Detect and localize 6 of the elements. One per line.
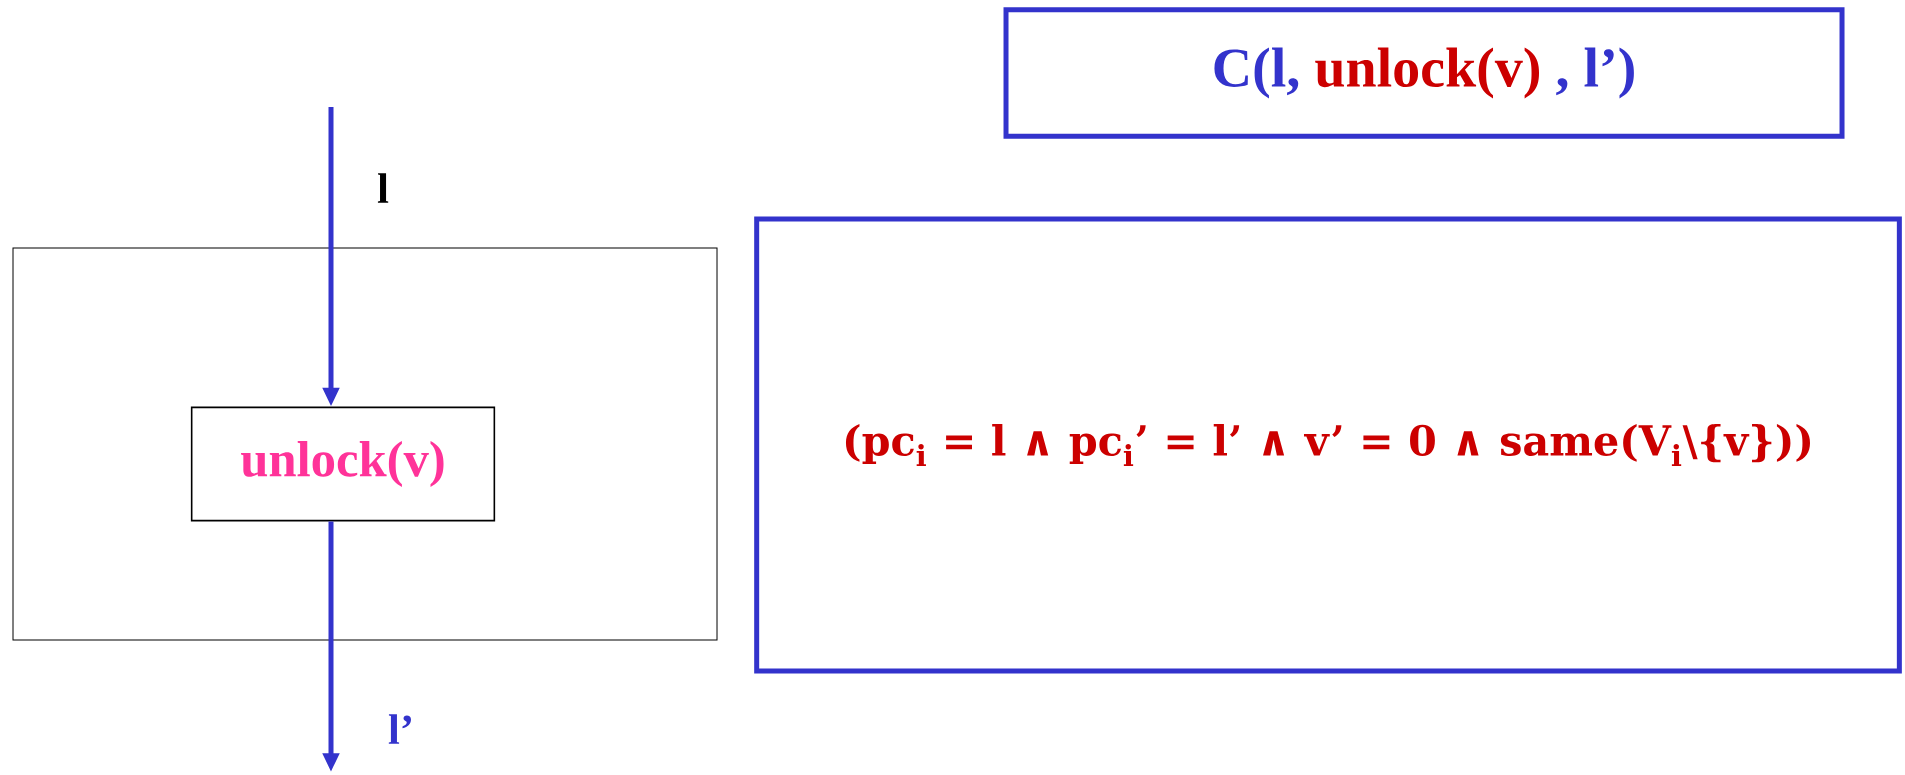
outer-box: [12, 247, 718, 641]
edge-label: l’: [388, 714, 411, 744]
process-box: unlock(v): [190, 406, 496, 522]
edge-label: l: [377, 173, 389, 203]
condition-box: C(l, unlock(v) , l’): [1003, 7, 1845, 139]
formula-box: (pc$_{i}$ = l ∧ pc$_{i}$’ = l’ ∧ v’ = 0 ∧ same(V$_{i}$\{v})): [754, 216, 1902, 674]
